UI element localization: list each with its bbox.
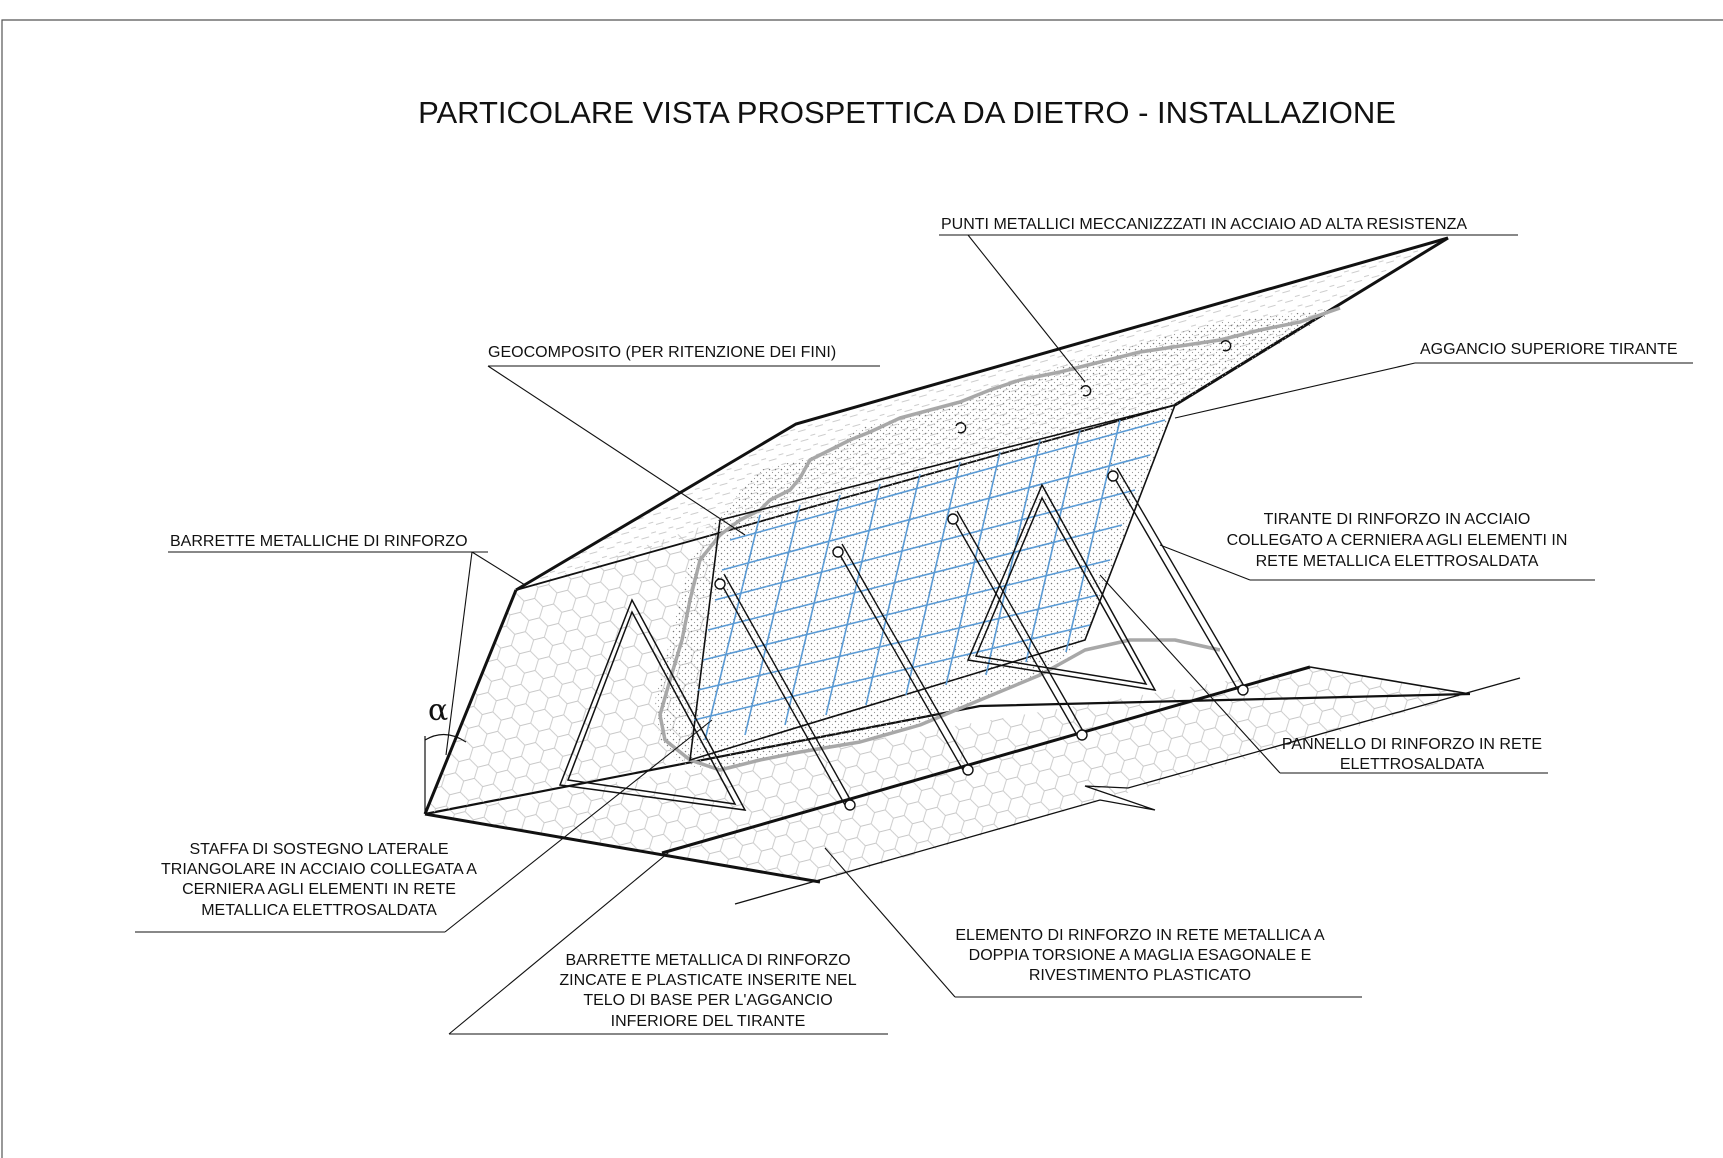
welded-mesh-panel — [689, 403, 1177, 762]
svg-text:ELEMENTO DI RINFORZO IN RETE M: ELEMENTO DI RINFORZO IN RETE METALLICA A — [955, 927, 1325, 944]
svg-text:STAFFA DI SOSTEGNO LATERALE: STAFFA DI SOSTEGNO LATERALE — [189, 841, 448, 858]
svg-text:PUNTI METALLICI MECCANIZZZATI: PUNTI METALLICI MECCANIZZZATI IN ACCIAIO… — [941, 216, 1467, 233]
triangular-bracket-right — [966, 483, 1157, 691]
welded-mesh-grid — [693, 419, 1166, 741]
svg-text:COLLEGATO A CERNIERA AGLI ELEM: COLLEGATO A CERNIERA AGLI ELEMENTI IN — [1227, 532, 1568, 549]
drawing-title: PARTICOLARE VISTA PROSPETTICA DA DIETRO … — [418, 95, 1396, 130]
sheet-border — [1, 19, 1723, 1158]
svg-text:PANNELLO DI RINFORZO IN RETE: PANNELLO DI RINFORZO IN RETE — [1282, 736, 1542, 753]
left-mesh-face — [425, 520, 720, 814]
svg-text:TIRANTE DI RINFORZO IN ACCIAIO: TIRANTE DI RINFORZO IN ACCIAIO — [1264, 511, 1531, 528]
label-elemento-rinforzo: ELEMENTO DI RINFORZO IN RETE METALLICA A… — [955, 927, 1325, 984]
svg-text:AGGANCIO SUPERIORE TIRANTE: AGGANCIO SUPERIORE TIRANTE — [1420, 341, 1678, 358]
label-tirante: TIRANTE DI RINFORZO IN ACCIAIO COLLEGATO… — [1227, 511, 1568, 570]
svg-text:DOPPIA TORSIONE A MAGLIA ESAGO: DOPPIA TORSIONE A MAGLIA ESAGONALE E — [969, 947, 1312, 964]
clip-points — [955, 340, 1232, 434]
svg-text:TELO DI BASE PER L'AGGANCIO: TELO DI BASE PER L'AGGANCIO — [583, 992, 832, 1009]
slope-angle — [424, 733, 467, 814]
leader-lines — [135, 234, 1693, 1035]
base-edge-light — [1309, 666, 1471, 695]
label-punti-metallici: PUNTI METALLICI MECCANIZZZATI IN ACCIAIO… — [941, 216, 1467, 233]
geocomposite-fabric — [655, 308, 1340, 770]
alpha-symbol: α — [428, 693, 448, 728]
left-face-edge — [423, 589, 518, 815]
svg-text:ELETTROSALDATA: ELETTROSALDATA — [1340, 756, 1485, 773]
svg-text:RIVESTIMENTO PLASTICATO: RIVESTIMENTO PLASTICATO — [1029, 967, 1251, 984]
tie-rods — [717, 467, 1245, 806]
svg-text:BARRETTE METALLICHE DI RINFORZ: BARRETTE METALLICHE DI RINFORZO — [170, 533, 468, 550]
rod-end-hooks — [714, 470, 1249, 811]
svg-text:TRIANGOLARE IN ACCIAIO COLLEGA: TRIANGOLARE IN ACCIAIO COLLEGATA A — [161, 861, 477, 878]
label-staffa: STAFFA DI SOSTEGNO LATERALE TRIANGOLARE … — [161, 841, 477, 919]
label-geocomposito: GEOCOMPOSITO (PER RITENZIONE DEI FINI) — [488, 344, 836, 361]
base-mesh-sheet — [425, 667, 1470, 882]
svg-text:GEOCOMPOSITO (PER RITENZIONE D: GEOCOMPOSITO (PER RITENZIONE DEI FINI) — [488, 344, 836, 361]
svg-text:BARRETTE METALLICA DI RINFORZO: BARRETTE METALLICA DI RINFORZO — [565, 952, 850, 969]
base-inner-edge — [661, 665, 1311, 855]
label-barrette-zincate: BARRETTE METALLICA DI RINFORZO ZINCATE E… — [559, 952, 856, 1030]
label-pannello: PANNELLO DI RINFORZO IN RETE ELETTROSALD… — [1282, 736, 1542, 773]
svg-text:RETE METALLICA ELETTROSALDATA: RETE METALLICA ELETTROSALDATA — [1256, 553, 1539, 570]
base-rear-edge — [424, 692, 1471, 816]
label-barrette-rinforzo: BARRETTE METALLICHE DI RINFORZO — [170, 533, 468, 550]
label-aggancio-superiore: AGGANCIO SUPERIORE TIRANTE — [1420, 341, 1678, 358]
svg-text:CERNIERA AGLI ELEMENTI IN RETE: CERNIERA AGLI ELEMENTI IN RETE — [182, 881, 456, 898]
svg-text:INFERIORE DEL TIRANTE: INFERIORE DEL TIRANTE — [611, 1013, 806, 1030]
triangular-bracket-left — [558, 598, 747, 811]
svg-text:METALLICA ELETTROSALDATA: METALLICA ELETTROSALDATA — [201, 902, 437, 919]
top-plane-edge-front — [515, 236, 1449, 592]
break-symbol — [734, 677, 1521, 905]
svg-text:ZINCATE E PLASTICATE INSERITE: ZINCATE E PLASTICATE INSERITE NEL — [559, 972, 856, 989]
base-front-edge — [424, 812, 821, 884]
